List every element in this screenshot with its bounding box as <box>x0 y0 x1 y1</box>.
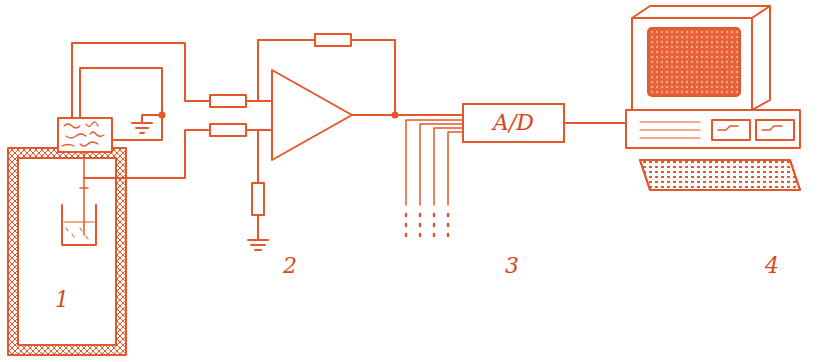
data-wire <box>565 122 632 124</box>
callout-number: 3 <box>505 254 519 278</box>
resistor-symbol <box>252 183 264 215</box>
resistor-symbol <box>210 124 246 136</box>
beaker <box>62 152 96 245</box>
callout-number: 2 <box>283 254 297 278</box>
signal-wires <box>72 43 210 178</box>
ground-symbol <box>248 215 268 250</box>
sample-holder <box>58 118 112 152</box>
resistor-symbol <box>210 95 246 107</box>
resistor-symbol <box>315 34 351 46</box>
converter-box: A/D <box>462 103 565 143</box>
computer <box>626 6 800 190</box>
op-amp <box>210 34 462 250</box>
dewar-vessel <box>8 148 126 355</box>
extra-inputs <box>406 120 462 236</box>
ground-symbol <box>132 123 152 133</box>
callout-number: 4 <box>765 254 779 278</box>
box-label: A/D <box>493 111 534 135</box>
callout-number: 1 <box>55 288 69 312</box>
